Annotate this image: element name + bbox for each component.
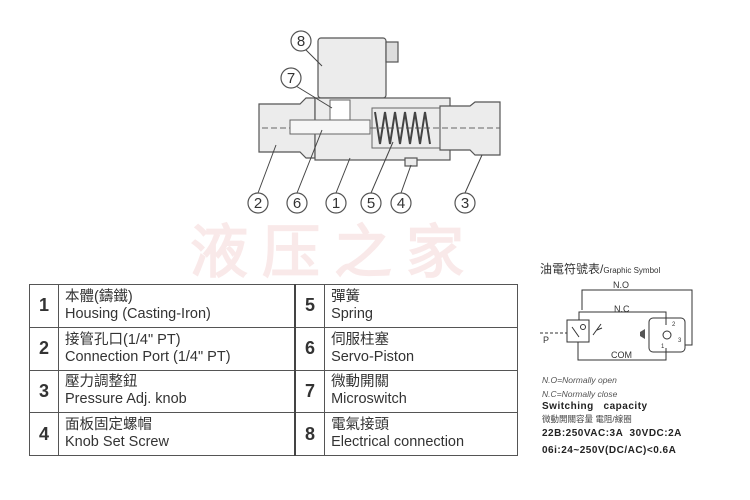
part-number: 6	[294, 326, 326, 371]
switching-capacity-label: Switching capacity	[542, 401, 648, 412]
callout-4: 4	[397, 195, 405, 212]
part-number: 5	[294, 284, 326, 328]
part-zh: 壓力調整鈕	[65, 374, 138, 391]
part-en: Spring	[331, 305, 373, 322]
symbol-title-en: Graphic Symbol	[603, 266, 661, 275]
part-en: Connection Port (1/4" PT)	[65, 348, 231, 365]
pressure-switch-cross-section: 8 7 2 6 1 5 4 3	[247, 30, 501, 214]
electrical-connector	[317, 37, 387, 99]
part-number: 8	[294, 412, 326, 456]
callout-1: 1	[332, 195, 340, 212]
callout-3: 3	[461, 195, 469, 212]
pin-2: 2	[672, 322, 676, 328]
part-zh: 伺服柱塞	[331, 331, 390, 348]
part-en: Pressure Adj. knob	[65, 391, 187, 408]
part-desc: 接管孔口(1/4" PT)Connection Port (1/4" PT)	[58, 326, 297, 371]
part-number: 2	[29, 326, 59, 371]
label-nc: N.C	[614, 304, 630, 314]
rating-06i: 06i:24~250V(DC/AC)<0.6A	[542, 445, 677, 456]
label-no: N.O	[613, 280, 629, 290]
table-row: 2 接管孔口(1/4" PT)Connection Port (1/4" PT)…	[29, 326, 518, 371]
part-zh: 微動開關	[331, 374, 390, 391]
set-screw	[404, 157, 418, 167]
part-number: 7	[294, 369, 326, 414]
watermark: 液压之家	[190, 218, 479, 286]
note-normally-close: N.C=Normally close	[542, 389, 618, 399]
graphic-symbol: N.O N.C COM P 1 2 3	[540, 280, 693, 361]
note-normally-open: N.O=Normally open	[542, 375, 617, 385]
symbol-title: 油電符號表/Graphic Symbol	[540, 260, 660, 277]
callout-7: 7	[287, 70, 295, 87]
part-number: 3	[29, 369, 59, 414]
part-en: Microswitch	[331, 391, 407, 408]
label-com: COM	[611, 350, 632, 360]
pin-1: 1	[661, 344, 665, 350]
callout-6: 6	[293, 195, 301, 212]
part-zh: 本體(鑄鐵)	[65, 288, 133, 305]
part-zh: 面板固定螺帽	[65, 417, 152, 434]
symbol-title-zh: 油電符號表/	[540, 262, 604, 276]
rating-22b: 22B:250VAC:3A 30VDC:2A	[542, 428, 682, 439]
callout-2: 2	[254, 195, 262, 212]
callout-5: 5	[367, 195, 375, 212]
part-zh: 彈簧	[331, 288, 361, 305]
pin-3: 3	[678, 338, 682, 344]
callout-8: 8	[297, 33, 305, 50]
part-number: 4	[29, 412, 59, 456]
part-en: Housing (Casting-Iron)	[65, 305, 211, 322]
switching-capacity-zh: 微動開關容量 電阻/線圈	[542, 414, 632, 424]
part-number: 1	[29, 284, 59, 328]
part-en: Knob Set Screw	[65, 434, 169, 451]
part-zh: 接管孔口(1/4" PT)	[65, 331, 181, 348]
label-p: P	[543, 335, 549, 345]
part-en: Electrical connection	[331, 434, 465, 451]
part-zh: 電氣接頭	[331, 417, 390, 434]
part-desc: 本體(鑄鐵)Housing (Casting-Iron)	[58, 284, 297, 328]
part-en: Servo-Piston	[331, 348, 415, 365]
